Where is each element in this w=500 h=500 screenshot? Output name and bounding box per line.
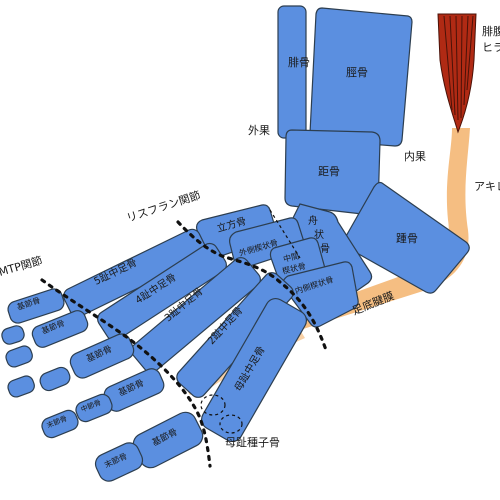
label-lisfranc-joint: リスフラン関節	[125, 188, 203, 225]
label-medial-malleolus: 内果	[404, 149, 426, 163]
tibia-bone	[309, 7, 413, 147]
label-intermediate-cuneiform-1: 中間	[282, 250, 300, 264]
label-navicular-3: 骨	[320, 243, 330, 255]
lisfranc-joint-line	[176, 220, 328, 352]
label-lateral-malleolus: 外果	[248, 124, 270, 137]
proximal-phalanx-3	[69, 333, 135, 379]
calcaneus-bone	[343, 181, 470, 294]
middle-phalanx-3	[39, 366, 71, 392]
metatarsal-3-bone	[131, 257, 261, 373]
label-tibia: 脛骨	[346, 66, 368, 79]
label-sesamoid: 母趾種子骨	[225, 435, 280, 449]
sesamoid-bone-1	[200, 394, 226, 416]
label-navicular-2: 状	[314, 228, 324, 241]
distal-phalanx-4	[7, 375, 35, 398]
label-fibula: 腓骨	[288, 56, 310, 69]
distal-phalanx-2	[41, 409, 79, 439]
distal-phalanx-1	[94, 442, 144, 482]
label-calf-muscle-1: 腓腹	[482, 24, 500, 38]
label-mtp-joint: MTP関節	[0, 253, 44, 279]
label-calcaneus: 踵骨	[396, 231, 418, 245]
middle-phalanx-5	[1, 325, 25, 345]
proximal-phalanx-5	[7, 288, 65, 324]
proximal-phalanx-4	[31, 310, 89, 348]
middle-phalanx-4	[5, 345, 33, 368]
metatarsal-1-bone	[201, 297, 307, 443]
label-achilles: アキレ	[474, 180, 500, 193]
fibula-bone	[277, 5, 307, 139]
sesamoid-bone-2	[219, 414, 243, 434]
label-calf-muscle-2: ヒラ	[482, 41, 500, 54]
middle-phalanx-2	[75, 393, 113, 423]
calf-muscle	[437, 13, 477, 134]
label-navicular-1: 舟	[308, 214, 318, 227]
label-talus: 距骨	[318, 165, 340, 178]
mtp-joint-line	[40, 278, 212, 468]
